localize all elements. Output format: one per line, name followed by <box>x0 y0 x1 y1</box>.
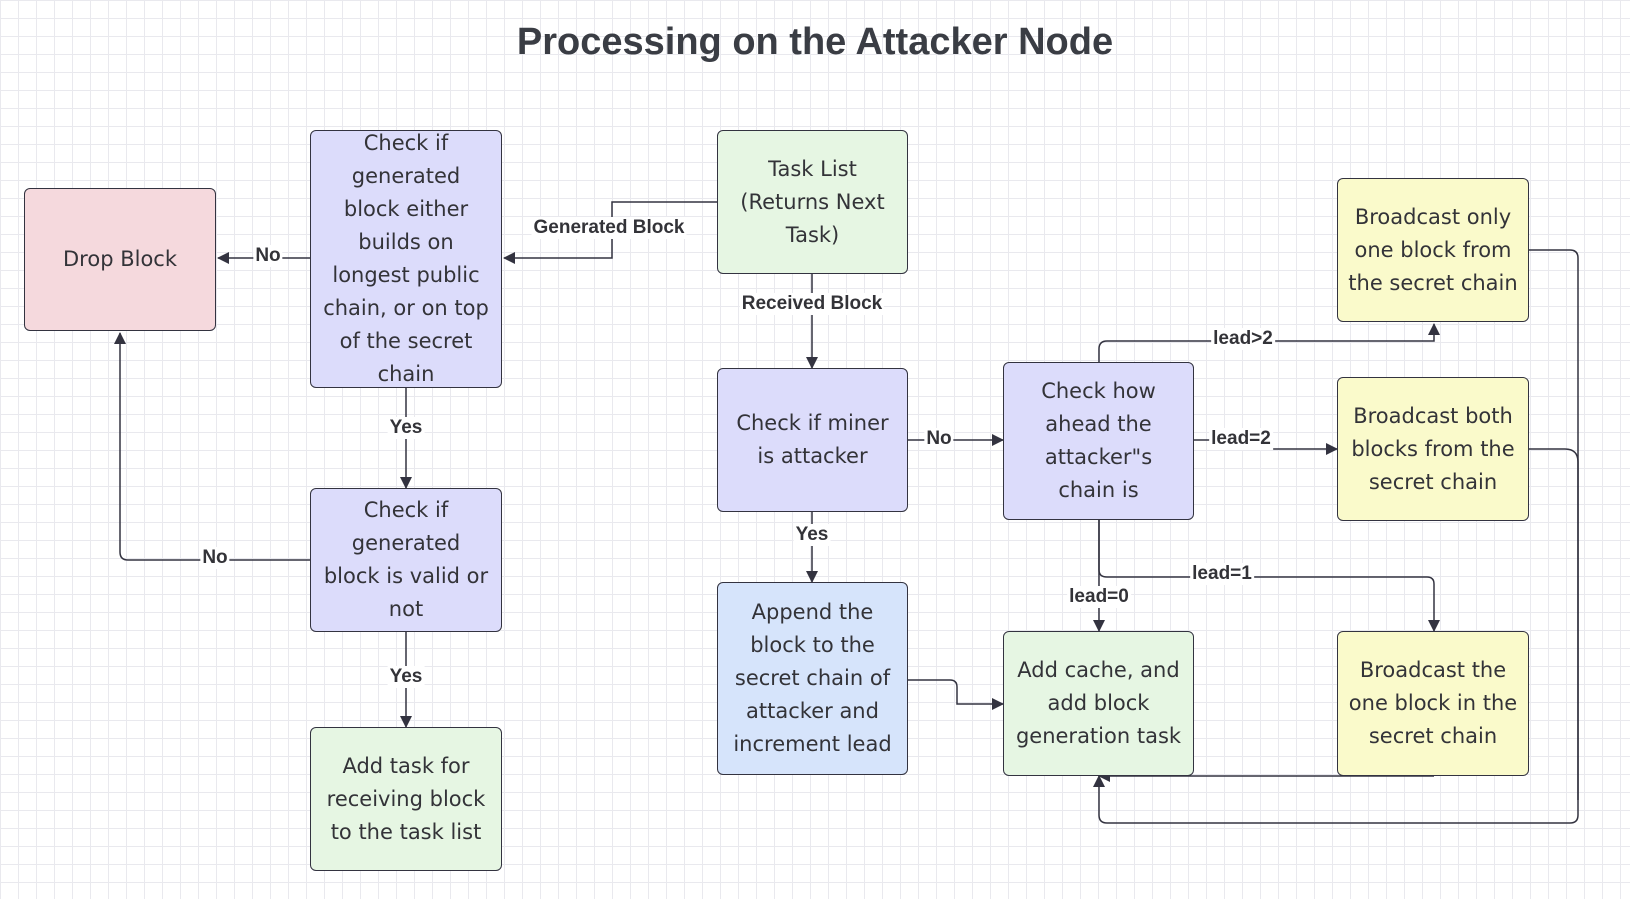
edge-label-lead-eq0: lead=0 <box>1067 586 1131 608</box>
edge-label-no-valid-to-drop: No <box>200 547 230 569</box>
edge-label-yes-public-to-valid: Yes <box>387 417 425 439</box>
check-generated-valid-node: Check if generated block is valid or not <box>310 488 502 632</box>
edge-broadcast-one-only-to-add-cache <box>1093 249 1579 824</box>
edge-label-no-miner: No <box>924 428 954 450</box>
drop-block-node: Drop Block <box>24 188 216 331</box>
edge-label-received-block: Received Block <box>739 293 885 315</box>
task-list-node: Task List (Returns Next Task) <box>717 130 908 274</box>
broadcast-one-only-node: Broadcast only one block from the secret… <box>1337 178 1529 322</box>
edge-check-ahead-lead-gt2 <box>1098 323 1440 362</box>
edge-label-lead-gt2: lead>2 <box>1211 328 1275 350</box>
edge-label-yes-valid-to-task: Yes <box>387 666 425 688</box>
edge-label-lead-eq2: lead=2 <box>1209 428 1273 450</box>
check-ahead-node: Check how ahead the attacker"s chain is <box>1003 362 1194 520</box>
edge-label-no-drop-top: No <box>253 245 283 267</box>
check-miner-attacker-node: Check if miner is attacker <box>717 368 908 512</box>
edge-broadcast-both-to-add-cache <box>1529 448 1579 800</box>
append-block-node: Append the block to the secret chain of … <box>717 582 908 775</box>
broadcast-both-node: Broadcast both blocks from the secret ch… <box>1337 377 1529 521</box>
edge-label-yes-miner: Yes <box>793 524 831 546</box>
broadcast-the-one-node: Broadcast the one block in the secret ch… <box>1337 631 1529 776</box>
edge-check-ahead-lead-eq1 <box>1098 520 1440 632</box>
add-task-receiving-node: Add task for receiving block to the task… <box>310 727 502 871</box>
check-generated-public-node: Check if generated block either builds o… <box>310 130 502 388</box>
edge-append-to-add-cache <box>908 679 1004 710</box>
edge-label-generated-block: Generated Block <box>531 217 687 239</box>
diagram-title: Processing on the Attacker Node <box>516 21 1114 63</box>
add-cache-node: Add cache, and add block generation task <box>1003 631 1194 776</box>
edge-valid-to-drop <box>114 332 310 561</box>
edge-label-lead-eq1: lead=1 <box>1190 563 1254 585</box>
